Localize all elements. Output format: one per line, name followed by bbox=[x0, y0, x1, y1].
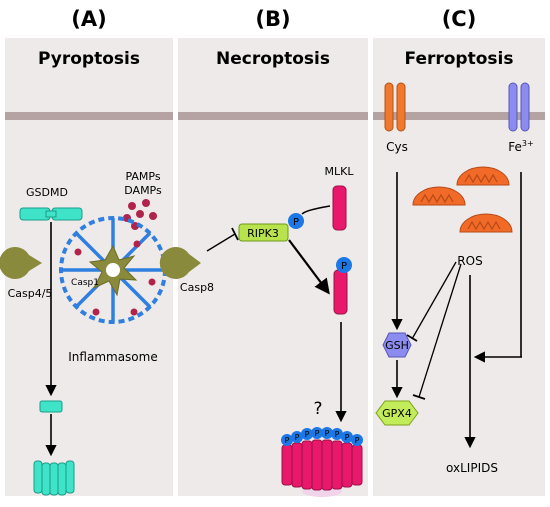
membrane-b bbox=[178, 112, 368, 120]
membrane-c bbox=[373, 112, 545, 120]
fe-label: Fe3+ bbox=[508, 139, 533, 154]
gpx4-label: GPX4 bbox=[382, 407, 412, 420]
gsdmd-label: GSDMD bbox=[26, 186, 68, 199]
svg-text:P: P bbox=[345, 433, 350, 442]
gsdmd-n-terminal bbox=[39, 400, 63, 413]
svg-text:P: P bbox=[325, 429, 330, 438]
cys-transporter bbox=[384, 82, 406, 132]
ripk3-label: RIPK3 bbox=[247, 227, 279, 240]
mitochondria-icons bbox=[412, 166, 513, 233]
membrane-a bbox=[5, 112, 173, 120]
svg-text:P: P bbox=[305, 430, 310, 439]
ripk3-box bbox=[238, 223, 289, 242]
mlkl-protein bbox=[332, 185, 347, 231]
panel-b-letter: (B) bbox=[255, 7, 290, 31]
gsh-icon bbox=[382, 332, 412, 358]
casp45-label: Casp4/5 bbox=[8, 287, 53, 300]
svg-text:P: P bbox=[355, 436, 360, 445]
casp1-label: Casp1 bbox=[71, 278, 99, 288]
casp8-label: Casp8 bbox=[180, 281, 214, 294]
inflammasome-icon bbox=[59, 216, 167, 324]
svg-text:P: P bbox=[285, 436, 290, 445]
mlkl-recruit-line bbox=[301, 205, 331, 215]
arrow-ripk3-mlkl bbox=[288, 239, 330, 295]
ros-inhibit-gpx4-bar bbox=[412, 394, 426, 400]
gpx4-icon bbox=[375, 400, 419, 426]
svg-text:P: P bbox=[335, 430, 340, 439]
damps-label: DAMPs bbox=[124, 184, 162, 197]
ros-inhibit-gpx4-line bbox=[418, 263, 462, 398]
panel-a-letter: (A) bbox=[71, 7, 106, 31]
gsh-label: GSH bbox=[385, 339, 409, 352]
fe-transporter bbox=[508, 82, 530, 132]
panel-c-title: Ferroptosis bbox=[405, 49, 514, 69]
svg-text:P: P bbox=[295, 433, 300, 442]
ros-label: ROS bbox=[457, 254, 482, 268]
gsdmd-protein bbox=[19, 207, 83, 221]
question-mark: ? bbox=[313, 399, 322, 419]
mlkl-phospho-label: P bbox=[341, 261, 347, 272]
casp8-inhibit-bar bbox=[231, 227, 239, 241]
pamps-label: PAMPs bbox=[125, 170, 160, 183]
mlkl-label: MLKL bbox=[325, 165, 355, 178]
phospho-mlkl-protein bbox=[333, 269, 348, 315]
cys-label: Cys bbox=[386, 140, 408, 154]
ripk3-phospho-icon bbox=[288, 213, 304, 229]
casp8-icon bbox=[159, 246, 201, 279]
pore-phospho-labels: P P P P P P P P bbox=[285, 429, 360, 445]
svg-text:P: P bbox=[315, 429, 320, 438]
oxlipids-label: oxLIPIDS bbox=[446, 461, 498, 475]
mlkl-phospho-icon bbox=[336, 257, 352, 273]
casp8-inhibit-line bbox=[206, 233, 236, 252]
ripk3-phospho-label: P bbox=[293, 217, 299, 228]
casp45-icon bbox=[0, 247, 42, 279]
ros-inhibit-gsh-bar bbox=[406, 334, 418, 342]
panel-b-title: Necroptosis bbox=[216, 49, 330, 69]
gsdmd-pore bbox=[33, 460, 75, 496]
ros-inhibit-gsh-line bbox=[411, 261, 457, 340]
panel-a-title: Pyroptosis bbox=[38, 49, 140, 69]
pamps-damps-particles bbox=[123, 199, 157, 230]
panel-c-letter: (C) bbox=[442, 7, 477, 31]
inflammasome-label: Inflammasome bbox=[68, 350, 157, 364]
mlkl-oligomer-pore bbox=[281, 427, 363, 497]
